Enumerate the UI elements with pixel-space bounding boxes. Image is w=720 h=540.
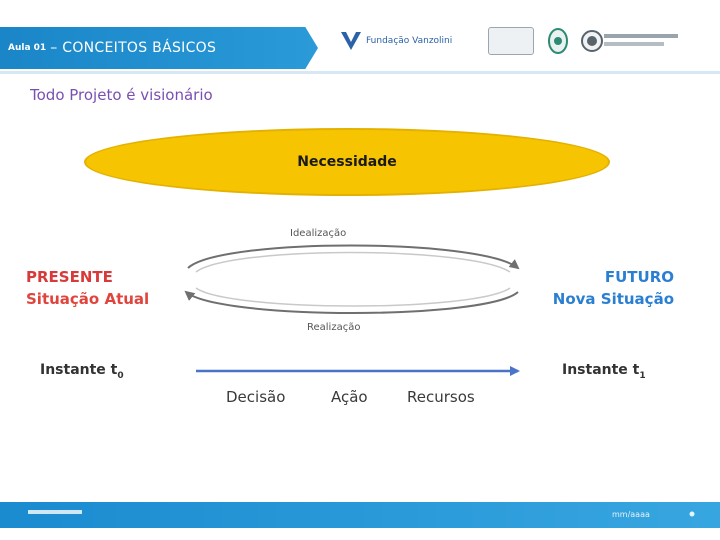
future-title: FUTURO bbox=[604, 268, 674, 286]
fundacao-logo-text: Fundação Vanzolini bbox=[366, 36, 453, 46]
instant-t1-subscript: 1 bbox=[639, 370, 646, 381]
future-subtitle: Nova Situação bbox=[552, 290, 674, 308]
institution-crest-logo bbox=[488, 25, 534, 57]
instant-t1-text: Instante t bbox=[562, 362, 640, 378]
instant-t0-subscript: 0 bbox=[117, 370, 124, 381]
idealizacao-arrow-inner bbox=[195, 251, 511, 273]
realizacao-arrow-inner bbox=[195, 287, 511, 307]
step-acao: Ação bbox=[331, 388, 368, 406]
instant-t0-text: Instante t bbox=[40, 362, 118, 378]
university-wordmark-icon bbox=[604, 34, 678, 46]
realizacao-arrow bbox=[184, 290, 519, 314]
v-logo-icon bbox=[341, 32, 361, 50]
crest-icon bbox=[488, 27, 534, 55]
university-logo bbox=[580, 25, 692, 57]
author-placeholder-icon bbox=[28, 510, 82, 514]
necessity-ellipse: Necessidade bbox=[84, 128, 610, 196]
present-subtitle: Situação Atual bbox=[26, 290, 150, 308]
lesson-number: Aula 01 bbox=[8, 43, 47, 53]
idealizacao-label: Idealização bbox=[290, 228, 347, 239]
page-number-icon bbox=[689, 511, 695, 517]
footer-date: mm/aaaa bbox=[612, 510, 650, 519]
footer-page-marker bbox=[688, 510, 696, 520]
step-decisao: Decisão bbox=[226, 388, 286, 406]
present-block: PRESENTE Situação Atual bbox=[26, 266, 149, 310]
slide-subtitle: Todo Projeto é visionário bbox=[30, 86, 213, 104]
future-block: FUTURO Nova Situação bbox=[553, 266, 674, 310]
idealizacao-arrow bbox=[187, 244, 520, 270]
instant-t1: Instante t1 bbox=[562, 362, 646, 381]
seal-icon bbox=[548, 28, 568, 54]
necessity-label: Necessidade bbox=[297, 154, 397, 170]
slide-title: – CONCEITOS BÁSICOS bbox=[50, 40, 217, 56]
seal-logo bbox=[546, 25, 572, 57]
footer-author-blurred bbox=[28, 508, 82, 519]
instant-t0: Instante t0 bbox=[40, 362, 124, 381]
university-seal-icon bbox=[581, 30, 603, 52]
header-banner: Aula 01 – CONCEITOS BÁSICOS bbox=[0, 27, 318, 69]
header-divider bbox=[0, 71, 720, 74]
step-recursos: Recursos bbox=[407, 388, 475, 406]
realizacao-label: Realização bbox=[307, 322, 361, 333]
fundacao-vanzolini-logo: Fundação Vanzolini bbox=[340, 25, 480, 57]
footer-bar bbox=[0, 502, 720, 528]
present-title: PRESENTE bbox=[26, 268, 113, 286]
